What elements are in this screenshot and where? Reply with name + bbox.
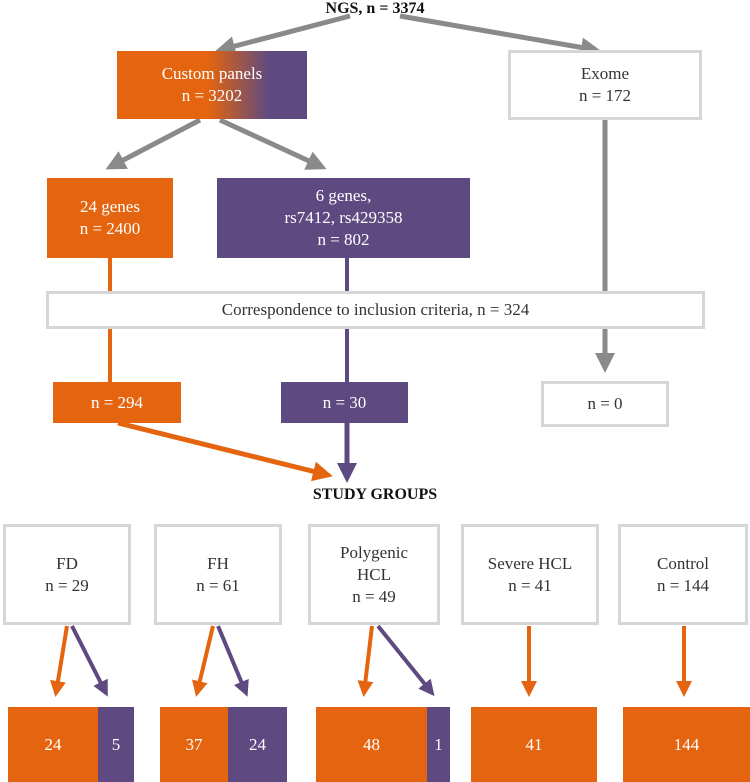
box-line: Control xyxy=(657,553,709,573)
box-line: n = 30 xyxy=(322,392,367,412)
arrow-custom-to-24genes xyxy=(105,117,202,170)
n294-box: n = 294 xyxy=(53,382,181,423)
result-segment: 24 xyxy=(228,707,287,782)
box-line: n = 172 xyxy=(578,86,632,105)
inclusion-criteria-box: Correspondence to inclusion criteria, n … xyxy=(46,291,705,329)
group-fd-box: FD n = 29 xyxy=(3,524,131,625)
box-line: 24 genes xyxy=(80,197,140,216)
box-line: n = 144 xyxy=(656,575,710,595)
result-segment: 41 xyxy=(471,707,597,782)
box-line: n = 3202 xyxy=(181,86,243,105)
result-polygenic-bar: 48 1 xyxy=(316,707,450,782)
arrow-fd-purple xyxy=(70,625,108,697)
n0-box: n = 0 xyxy=(541,381,669,427)
box-line: n = 41 xyxy=(508,575,552,595)
n30-box: n = 30 xyxy=(281,382,408,423)
box-line: Custom panels xyxy=(161,64,263,83)
box-line: FH xyxy=(207,553,229,573)
box-line: HCL xyxy=(357,564,391,584)
group-fh-box: FH n = 61 xyxy=(154,524,282,625)
top-label: NGS, n = 3374 xyxy=(325,0,425,17)
arrow-polygenic-purple xyxy=(376,624,435,697)
result-control-bar: 144 xyxy=(623,707,750,782)
box-line: FD xyxy=(56,553,78,573)
arrow-fh-orange xyxy=(192,625,215,697)
box-line: Exome xyxy=(580,64,630,83)
box-line: Correspondence to inclusion criteria, n … xyxy=(221,300,530,319)
result-segment: 5 xyxy=(98,707,134,782)
study-groups-label: STUDY GROUPS xyxy=(312,486,438,503)
group-control-box: Control n = 144 xyxy=(618,524,748,625)
box-line: n = 29 xyxy=(45,575,89,595)
result-segment: 24 xyxy=(8,707,98,782)
genes-24-box: 24 genes n = 2400 xyxy=(47,178,173,258)
custom-panels-box: Custom panels n = 3202 xyxy=(117,51,307,119)
box-line: rs7412, rs429358 xyxy=(284,208,403,227)
result-severe-hcl-bar: 41 xyxy=(471,707,597,782)
box-line: n = 61 xyxy=(196,575,240,595)
result-segment: 144 xyxy=(623,707,750,782)
group-polygenic-box: Polygenic HCL n = 49 xyxy=(308,524,440,625)
arrow-fd-orange xyxy=(50,625,69,697)
result-segment: 37 xyxy=(160,707,228,782)
box-line: n = 802 xyxy=(317,230,370,249)
box-line: Polygenic xyxy=(340,542,408,562)
result-segment: 48 xyxy=(316,707,427,782)
exome-box: Exome n = 172 xyxy=(508,50,702,120)
arrow-n294-to-groups xyxy=(117,420,333,482)
arrow-ngs-to-exome xyxy=(399,13,601,58)
box-line: n = 49 xyxy=(352,586,396,606)
result-segment: 1 xyxy=(427,707,450,782)
result-fh-bar: 37 24 xyxy=(160,707,287,782)
genes-6-box: 6 genes, rs7412, rs429358 n = 802 xyxy=(217,178,470,258)
arrow-ngs-to-custom xyxy=(215,13,351,56)
group-severe-hcl-box: Severe HCL n = 41 xyxy=(461,524,599,625)
arrow-custom-to-6genes xyxy=(218,117,327,170)
box-line: n = 294 xyxy=(90,392,144,412)
box-line: n = 0 xyxy=(587,394,623,413)
box-line: Severe HCL xyxy=(487,553,573,573)
arrow-polygenic-orange xyxy=(357,625,374,697)
box-line: n = 2400 xyxy=(79,219,141,238)
arrow-fh-purple xyxy=(216,625,249,697)
box-line: 6 genes, xyxy=(315,186,372,205)
result-fd-bar: 24 5 xyxy=(8,707,134,782)
